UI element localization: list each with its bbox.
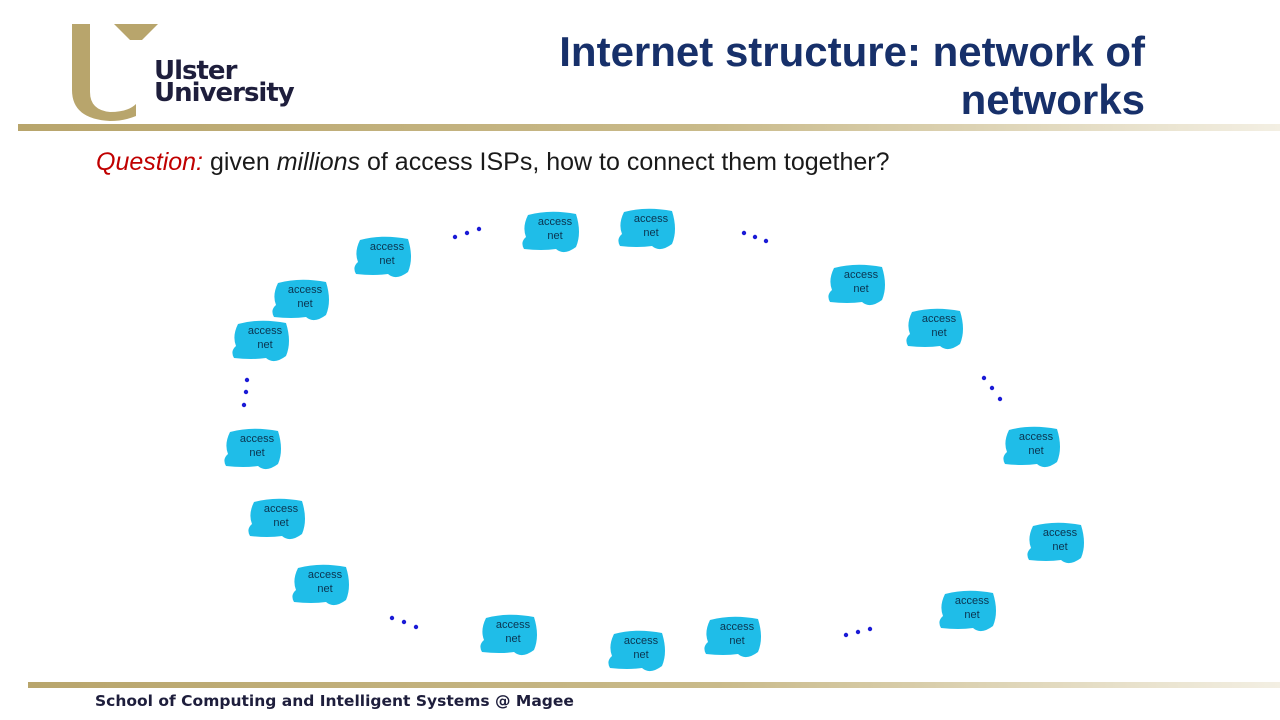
ellipsis-dots-icon: [389, 615, 419, 630]
cloud-icon: [354, 236, 411, 278]
access-net-cloud: access net: [290, 562, 352, 608]
logo-word-university: University: [154, 78, 295, 108]
question-emphasis: millions: [276, 148, 361, 176]
cloud-icon: [608, 630, 665, 672]
access-net-cloud: access net: [246, 496, 308, 542]
access-net-label-line2: net: [505, 633, 521, 645]
cloud-icon: [1003, 426, 1060, 468]
cloud-icon: [232, 320, 289, 362]
ellipsis-dots-icon: [981, 375, 1003, 402]
access-net-label-line1: access: [287, 284, 323, 296]
ellipsis-dots-icon: [741, 230, 769, 244]
access-net-cloud: access net: [937, 588, 999, 634]
access-net-label-line1: access: [1042, 527, 1078, 539]
question-part2: of access ISPs, how to connect them toge…: [367, 148, 890, 176]
access-net-label-line2: net: [547, 230, 563, 242]
access-net-label-line1: access: [719, 621, 755, 633]
cloud-icon: [618, 208, 675, 250]
access-net-cloud: access net: [702, 614, 764, 660]
cloud-icon: [704, 616, 761, 658]
cloud-icon: [828, 264, 885, 306]
access-net-label-line2: net: [964, 609, 980, 621]
cloud-icon: [1027, 522, 1084, 564]
access-net-label-line1: access: [247, 325, 283, 337]
question-prefix: Question:: [96, 148, 204, 176]
access-net-label-line1: access: [263, 503, 299, 515]
footer-text: School of Computing and Intelligent Syst…: [95, 692, 574, 710]
access-net-label-line2: net: [1028, 445, 1044, 457]
access-net-label-line1: access: [239, 433, 275, 445]
access-net-label-line2: net: [257, 339, 273, 351]
access-net-cloud: access net: [222, 426, 284, 472]
access-net-label-line2: net: [273, 517, 289, 529]
access-net-cloud: access net: [478, 612, 540, 658]
access-net-label-line2: net: [1052, 541, 1068, 553]
header-divider: [18, 124, 1280, 131]
cloud-icon: [906, 308, 963, 350]
access-net-label-line1: access: [954, 595, 990, 607]
access-net-cloud: access net: [520, 209, 582, 255]
access-net-cloud: access net: [352, 234, 414, 280]
access-net-cloud: access net: [826, 262, 888, 308]
ellipsis-dots-icon: [452, 226, 482, 240]
access-net-label-line2: net: [633, 649, 649, 661]
access-net-label-line2: net: [853, 283, 869, 295]
access-net-label-line2: net: [297, 298, 313, 310]
logo-u-emblem-icon: [72, 24, 158, 121]
access-net-label-line1: access: [537, 216, 573, 228]
access-net-label-line1: access: [369, 241, 405, 253]
access-net-label-line2: net: [317, 583, 333, 595]
access-net-cloud: access net: [1001, 424, 1063, 470]
ellipsis-dots-icon: [843, 626, 873, 638]
access-net-cloud: access net: [904, 306, 966, 352]
logo-word-ulster: Ulster: [154, 56, 237, 86]
access-net-label-line2: net: [729, 635, 745, 647]
access-net-cloud: access net: [606, 628, 668, 674]
access-net-label-line1: access: [921, 313, 957, 325]
access-net-cloud: access net: [230, 318, 292, 364]
access-net-cloud: access net: [1025, 520, 1087, 566]
university-logo: Ulster University: [66, 20, 306, 122]
access-net-cloud: access net: [616, 206, 678, 252]
slide-title: Internet structure: network of networks: [559, 28, 1145, 123]
question-part1: given: [209, 148, 270, 176]
cloud-icon: [292, 564, 349, 606]
access-net-label-line2: net: [249, 447, 265, 459]
access-net-label-line2: net: [379, 255, 395, 267]
cloud-icon: [522, 211, 579, 253]
access-net-label-line1: access: [843, 269, 879, 281]
access-net-label-line1: access: [495, 619, 531, 631]
cloud-icon: [480, 614, 537, 656]
ellipsis-dots-icon: [241, 377, 250, 408]
access-net-label-line1: access: [307, 569, 343, 581]
access-net-cloud: access net: [270, 277, 332, 323]
cloud-icon: [248, 498, 305, 540]
access-net-label-line1: access: [1018, 431, 1054, 443]
cloud-icon: [272, 279, 329, 321]
access-net-label-line2: net: [931, 327, 947, 339]
access-net-label-line1: access: [623, 635, 659, 647]
cloud-icon: [224, 428, 281, 470]
cloud-icon: [939, 590, 996, 632]
access-net-label-line2: net: [643, 227, 659, 239]
access-net-label-line1: access: [633, 213, 669, 225]
footer-divider: [28, 682, 1280, 688]
question-text: Question: given millions of access ISPs,…: [96, 148, 890, 177]
